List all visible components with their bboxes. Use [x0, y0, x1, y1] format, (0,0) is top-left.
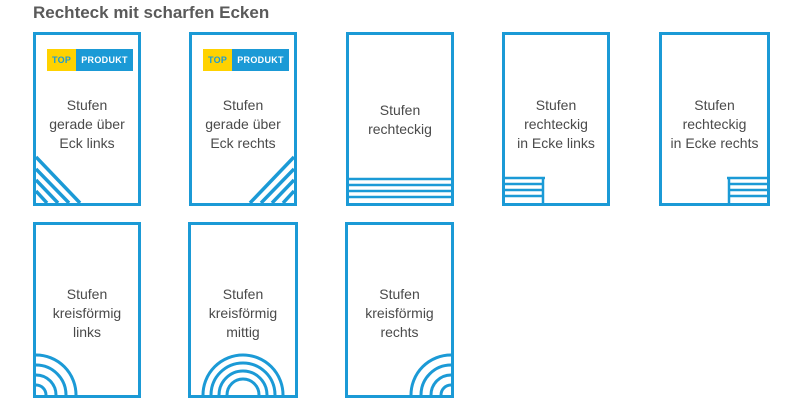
- card-label-line: gerade über: [49, 116, 125, 132]
- card-stufen-rechteckig[interactable]: Stufen rechteckig: [346, 32, 454, 206]
- card-label: Stufen gerade über Eck rechts: [192, 96, 294, 153]
- card-stufen-rechteckig-ecke-rechts[interactable]: Stufen rechteckig in Ecke rechts: [659, 32, 770, 206]
- diagonal-stairs-left-icon: [36, 155, 82, 203]
- card-label: Stufen rechteckig in Ecke links: [505, 96, 607, 153]
- card-label-line: gerade über: [205, 116, 281, 132]
- card-stufen-kreisfoermig-rechts[interactable]: Stufen kreisförmig rechts: [345, 222, 454, 398]
- badge-produkt: PRODUKT: [232, 49, 289, 71]
- card-label-line: Stufen: [379, 286, 420, 302]
- badge-top: TOP: [203, 49, 233, 71]
- page-title: Rechteck mit scharfen Ecken: [33, 3, 270, 22]
- card-label: Stufen kreisförmig links: [36, 285, 138, 342]
- card-label-line: kreisförmig: [208, 305, 278, 321]
- card-label-line: in Ecke rechts: [670, 135, 759, 151]
- card-label-line: rechteckig: [682, 116, 747, 132]
- card-label: Stufen rechteckig in Ecke rechts: [662, 96, 767, 153]
- card-stufen-gerade-eck-links[interactable]: TOP PRODUKT Stufen gerade über Eck links: [33, 32, 141, 206]
- card-label-line: in Ecke links: [517, 135, 595, 151]
- card-label: Stufen gerade über Eck links: [36, 96, 138, 153]
- card-label-line: Stufen: [535, 97, 577, 113]
- card-stufen-kreisfoermig-links[interactable]: Stufen kreisförmig links: [33, 222, 141, 398]
- badge-produkt: PRODUKT: [76, 49, 133, 71]
- card-label-line: kreisförmig: [52, 305, 122, 321]
- card-label-line: Stufen: [66, 286, 108, 302]
- card-stufen-gerade-eck-rechts[interactable]: TOP PRODUKT Stufen gerade über Eck recht…: [189, 32, 297, 206]
- quarter-circle-stairs-right-icon: [409, 353, 451, 395]
- card-label-line: links: [72, 324, 101, 340]
- card-label-line: rechts: [380, 324, 419, 340]
- card-label-line: rechteckig: [524, 116, 588, 132]
- diagonal-stairs-right-icon: [248, 155, 294, 203]
- card-label-line: Stufen: [379, 102, 421, 118]
- badge-top: TOP: [47, 49, 77, 71]
- corner-stairs-right-icon: [727, 176, 767, 203]
- corner-stairs-left-icon: [505, 176, 545, 203]
- card-stufen-rechteckig-ecke-links[interactable]: Stufen rechteckig in Ecke links: [502, 32, 610, 206]
- quarter-circle-stairs-left-icon: [36, 353, 78, 395]
- card-label-line: Stufen: [66, 97, 108, 113]
- card-label-line: kreisförmig: [365, 305, 434, 321]
- card-label-line: Eck rechts: [210, 135, 276, 151]
- card-label-line: Eck links: [59, 135, 115, 151]
- card-label: Stufen kreisförmig mittig: [191, 285, 295, 342]
- card-label-line: Stufen: [222, 97, 264, 113]
- top-produkt-badge: TOP PRODUKT: [203, 49, 289, 71]
- card-label-line: rechteckig: [368, 121, 432, 137]
- half-circle-stairs-center-icon: [201, 353, 285, 395]
- card-label: Stufen kreisförmig rechts: [348, 285, 451, 342]
- card-label-line: mittig: [226, 324, 260, 340]
- straight-stairs-icon: [349, 177, 451, 199]
- card-label-line: Stufen: [694, 97, 735, 113]
- card-label-line: Stufen: [222, 286, 264, 302]
- card-stufen-kreisfoermig-mittig[interactable]: Stufen kreisförmig mittig: [188, 222, 298, 398]
- card-label: Stufen rechteckig: [349, 101, 451, 139]
- top-produkt-badge: TOP PRODUKT: [47, 49, 133, 71]
